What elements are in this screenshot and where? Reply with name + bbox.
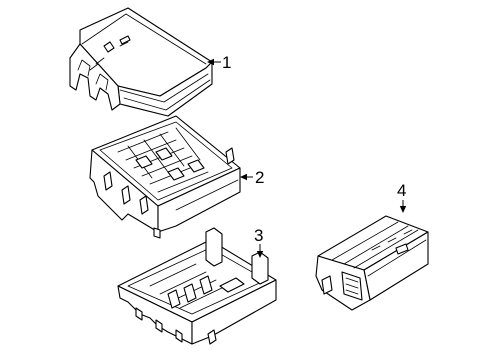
callout-4: 4 — [397, 181, 406, 213]
part-3-tray — [117, 227, 277, 345]
part-4-module — [315, 215, 429, 311]
part-2-fuse-box — [89, 115, 241, 239]
arrowhead-2 — [240, 173, 247, 181]
callout-label-2: 2 — [255, 168, 264, 187]
callout-label-1: 1 — [222, 53, 231, 72]
arrowhead-1 — [207, 58, 214, 66]
callout-2: 2 — [240, 168, 264, 187]
part-1-cover — [69, 7, 213, 117]
arrowhead-3 — [256, 251, 264, 258]
callout-label-3: 3 — [254, 226, 263, 245]
callout-1: 1 — [207, 53, 231, 72]
callout-label-4: 4 — [397, 181, 406, 200]
callout-3: 3 — [254, 226, 263, 258]
arrowhead-4 — [399, 206, 407, 213]
